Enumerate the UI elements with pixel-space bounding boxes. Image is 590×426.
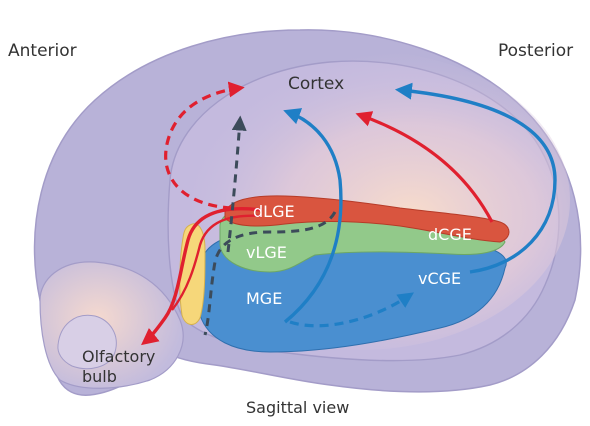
label-vlge: vLGE (246, 243, 287, 262)
label-posterior: Posterior (498, 41, 573, 61)
label-anterior: Anterior (8, 41, 77, 61)
label-dlge: dLGE (253, 202, 295, 221)
label-sagittal-view: Sagittal view (246, 398, 349, 417)
label-vcge: vCGE (418, 269, 461, 288)
label-olfactory-line1: Olfactory (82, 347, 155, 366)
label-olfactory-line2: bulb (82, 367, 117, 386)
label-cortex: Cortex (288, 74, 344, 94)
label-dcge: dCGE (428, 225, 472, 244)
label-mge: MGE (246, 289, 282, 308)
